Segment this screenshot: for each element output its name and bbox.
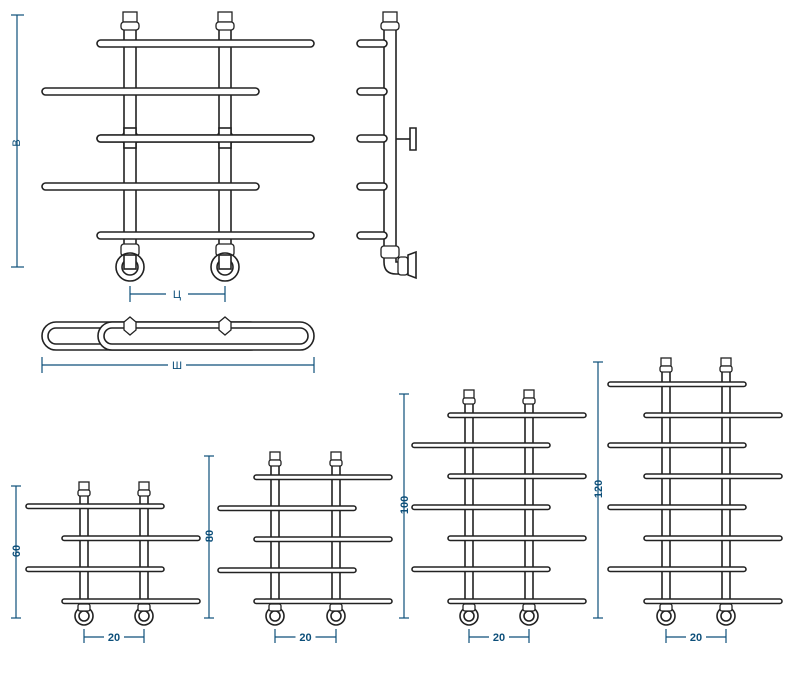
variant-120-rung-4 bbox=[643, 473, 783, 480]
variant-120: 120 20 bbox=[593, 357, 783, 644]
variant-120-pipe-2 bbox=[721, 367, 731, 611]
variant-100-rung-3 bbox=[447, 473, 587, 480]
side-rung-1 bbox=[356, 39, 388, 48]
center-distance-dimension: Ц bbox=[129, 286, 226, 302]
rung-5 bbox=[96, 231, 315, 240]
side-rung-3 bbox=[356, 134, 388, 143]
variant-100-rung-5 bbox=[447, 535, 587, 542]
variant-60-rung-3 bbox=[25, 566, 165, 573]
variant-100-nut-2 bbox=[522, 397, 536, 405]
rung-4 bbox=[41, 182, 260, 191]
variant-60-rung-2 bbox=[61, 535, 201, 542]
variant-80-nut-1 bbox=[268, 459, 282, 467]
rung-1 bbox=[96, 39, 315, 48]
variant-80-rung-1 bbox=[253, 474, 393, 481]
width-dimension: Ш bbox=[41, 357, 315, 373]
wall-bracket bbox=[409, 127, 417, 151]
variant-120-nut-2 bbox=[719, 365, 733, 373]
variant-120-rung-5 bbox=[607, 504, 747, 511]
variant-100-rung-4 bbox=[411, 504, 551, 511]
size-variants: 60 20 80 20 100 20 120 20 bbox=[11, 357, 783, 644]
variant-120-rung-7 bbox=[607, 566, 747, 573]
variant-80: 80 20 bbox=[204, 451, 393, 644]
width-label: Ш bbox=[172, 360, 182, 372]
right-top-cap bbox=[217, 11, 233, 23]
variant-100-rung-6 bbox=[411, 566, 551, 573]
variant-80-height-label: 80 bbox=[204, 530, 216, 542]
variant-100-center-label: 20 bbox=[493, 632, 505, 644]
center-label: Ц bbox=[173, 289, 181, 301]
variant-120-pipe-1 bbox=[661, 367, 671, 611]
variant-100-cap-1 bbox=[463, 389, 475, 399]
top-view bbox=[41, 316, 315, 351]
variant-80-pipe-1 bbox=[270, 461, 280, 611]
variant-60-height-label: 60 bbox=[11, 545, 23, 557]
side-wall-flange bbox=[407, 250, 417, 280]
variant-60-center-label: 20 bbox=[108, 632, 120, 644]
variant-120-cap-2 bbox=[720, 357, 732, 367]
variant-120-rung-2 bbox=[643, 412, 783, 419]
variant-100-rung-1 bbox=[447, 412, 587, 419]
height-dimension: В bbox=[11, 14, 24, 268]
variant-80-rung-4 bbox=[217, 567, 357, 574]
variant-100-nut-1 bbox=[462, 397, 476, 405]
left-top-cap bbox=[122, 11, 138, 23]
variant-80-rung-3 bbox=[253, 536, 393, 543]
variant-100-cap-2 bbox=[523, 389, 535, 399]
variant-120-rung-3 bbox=[607, 442, 747, 449]
variant-80-center-label: 20 bbox=[299, 632, 311, 644]
variant-80-cap-2 bbox=[330, 451, 342, 461]
variant-120-rung-8 bbox=[643, 598, 783, 605]
variant-80-rung-2 bbox=[217, 505, 357, 512]
rung-2 bbox=[41, 87, 260, 96]
right-top-nut bbox=[215, 21, 235, 31]
side-rung-2 bbox=[356, 87, 388, 96]
side-rung-4 bbox=[356, 182, 388, 191]
side-view bbox=[356, 11, 417, 280]
variant-60-pipe-2 bbox=[139, 491, 149, 611]
variant-60: 60 20 bbox=[11, 481, 201, 644]
variant-80-nut-2 bbox=[329, 459, 343, 467]
variant-60-nut-1 bbox=[77, 489, 91, 497]
variant-60-nut-2 bbox=[137, 489, 151, 497]
variant-120-rung-1 bbox=[607, 381, 747, 388]
front-view bbox=[41, 11, 315, 282]
variant-100: 100 20 bbox=[399, 389, 587, 644]
top-right-nut bbox=[218, 316, 232, 336]
side-rung-5 bbox=[356, 231, 388, 240]
variant-120-nut-1 bbox=[659, 365, 673, 373]
left-top-nut bbox=[120, 21, 140, 31]
variant-60-pipe-1 bbox=[79, 491, 89, 611]
variant-120-height-label: 120 bbox=[593, 480, 605, 498]
variant-80-cap-1 bbox=[269, 451, 281, 461]
variant-60-rung-1 bbox=[25, 503, 165, 510]
variant-60-cap-1 bbox=[78, 481, 90, 491]
variant-120-center-label: 20 bbox=[690, 632, 702, 644]
variant-120-rung-6 bbox=[643, 535, 783, 542]
variant-100-rung-2 bbox=[411, 442, 551, 449]
variant-80-pipe-2 bbox=[331, 461, 341, 611]
variant-120-cap-1 bbox=[660, 357, 672, 367]
height-label: В bbox=[11, 139, 23, 146]
variant-100-rung-7 bbox=[447, 598, 587, 605]
top-left-nut bbox=[123, 316, 137, 336]
variant-60-cap-2 bbox=[138, 481, 150, 491]
variant-80-rung-5 bbox=[253, 598, 393, 605]
variant-100-height-label: 100 bbox=[399, 496, 411, 514]
variant-60-rung-4 bbox=[61, 598, 201, 605]
